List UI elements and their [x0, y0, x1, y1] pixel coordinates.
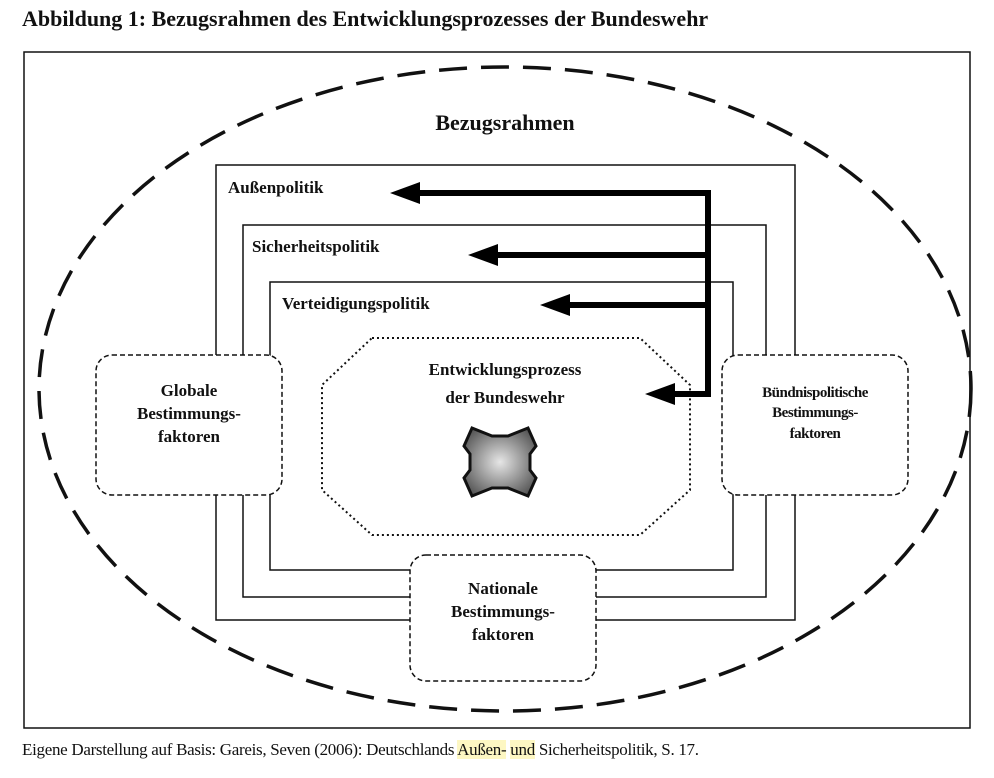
- national-factors-box: [409, 554, 597, 682]
- reference-frame-label: Bezugsrahmen: [435, 110, 575, 135]
- caption-text: Sicherheitspolitik, S. 17.: [534, 740, 699, 759]
- foreign-policy-label: Außenpolitik: [228, 178, 324, 197]
- security-policy-label: Sicherheitspolitik: [252, 237, 380, 256]
- iron-cross-icon: [462, 426, 538, 498]
- alliance-factors-box: [721, 354, 909, 496]
- global-factors-label: Globale Bestimmungs- faktoren: [137, 380, 241, 449]
- factor-line: faktoren: [789, 425, 841, 442]
- figure-title: Abbildung 1: Bezugsrahmen des Entwicklun…: [22, 6, 709, 31]
- global-factors-box: [95, 354, 283, 496]
- factor-line: Nationale: [468, 579, 538, 598]
- alliance-factors-label: Bündnispolitische Bestimmungs- faktoren: [762, 383, 868, 444]
- factor-line: Bündnispolitische: [762, 385, 868, 401]
- caption-highlight: und: [510, 740, 535, 759]
- factor-line: Globale: [160, 381, 218, 400]
- factor-line: faktoren: [157, 426, 220, 446]
- factor-line: Bestimmungs-: [772, 405, 858, 422]
- core-line-2: der Bundeswehr: [445, 388, 565, 407]
- caption-highlight: Außen-: [457, 740, 507, 759]
- source-caption: Eigene Darstellung auf Basis: Gareis, Se…: [22, 740, 699, 760]
- arrows: [390, 182, 711, 405]
- caption-text: Eigene Darstellung auf Basis: Gareis, Se…: [22, 740, 458, 759]
- core-line-1: Entwicklungsprozess: [428, 360, 582, 379]
- factor-line: Bestimmungs-: [451, 601, 555, 621]
- factor-line: Bestimmungs-: [137, 403, 241, 423]
- reference-frame-ellipse: [37, 65, 973, 713]
- defense-policy-label: Verteidigungspolitik: [282, 294, 430, 313]
- development-process-label: Entwicklungsprozess der Bundeswehr: [429, 356, 582, 412]
- factor-line: faktoren: [471, 624, 534, 644]
- national-factors-label: Nationale Bestimmungs- faktoren: [451, 578, 555, 647]
